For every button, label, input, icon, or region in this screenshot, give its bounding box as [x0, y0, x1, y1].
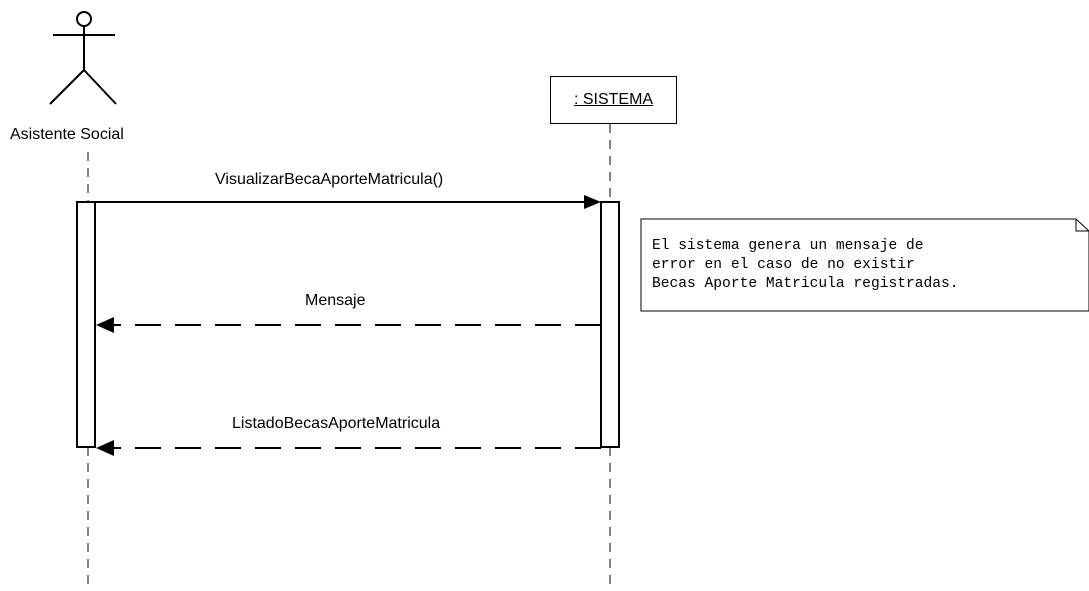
- object-name-label: : SISTEMA: [573, 91, 654, 108]
- object-activation-bar: [600, 201, 620, 448]
- note-line: El sistema genera un mensaje de: [652, 238, 924, 254]
- message-arrow-return-mensaje: [96, 317, 601, 333]
- message-arrow-call: [95, 195, 601, 209]
- note-line: error en el caso de no existir: [652, 257, 915, 273]
- message-arrow-return-listado: [96, 440, 601, 456]
- note-line: Becas Aporte Matricula registradas.: [652, 276, 959, 292]
- actor-stick-figure-icon: [49, 11, 117, 105]
- note-shape: [640, 218, 1089, 312]
- message-label-listado: ListadoBecasAporteMatricula: [232, 415, 441, 432]
- object-box-sistema: : SISTEMA: [550, 76, 677, 124]
- message-label-call: VisualizarBecaAporteMatricula(): [215, 171, 444, 188]
- actor-activation-bar: [76, 201, 96, 448]
- actor-name-label: Asistente Social: [10, 126, 124, 143]
- message-label-mensaje: Mensaje: [305, 292, 366, 309]
- note-text: El sistema genera un mensaje de error en …: [652, 237, 959, 294]
